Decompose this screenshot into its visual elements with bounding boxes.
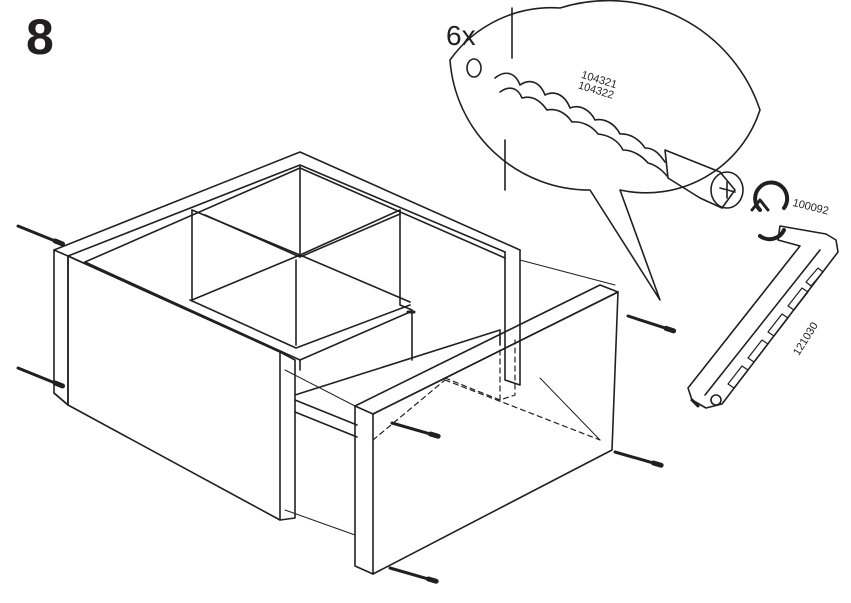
rotate-arrows-icon — [750, 180, 790, 242]
hex-key-tool-icon — [687, 225, 839, 409]
step-number: 8 — [26, 9, 54, 65]
magnifier-callout-icon — [449, 0, 761, 301]
screw-icon — [16, 224, 677, 584]
screw-quantity: 6x — [446, 20, 476, 51]
shelf-frame — [53, 151, 619, 575]
